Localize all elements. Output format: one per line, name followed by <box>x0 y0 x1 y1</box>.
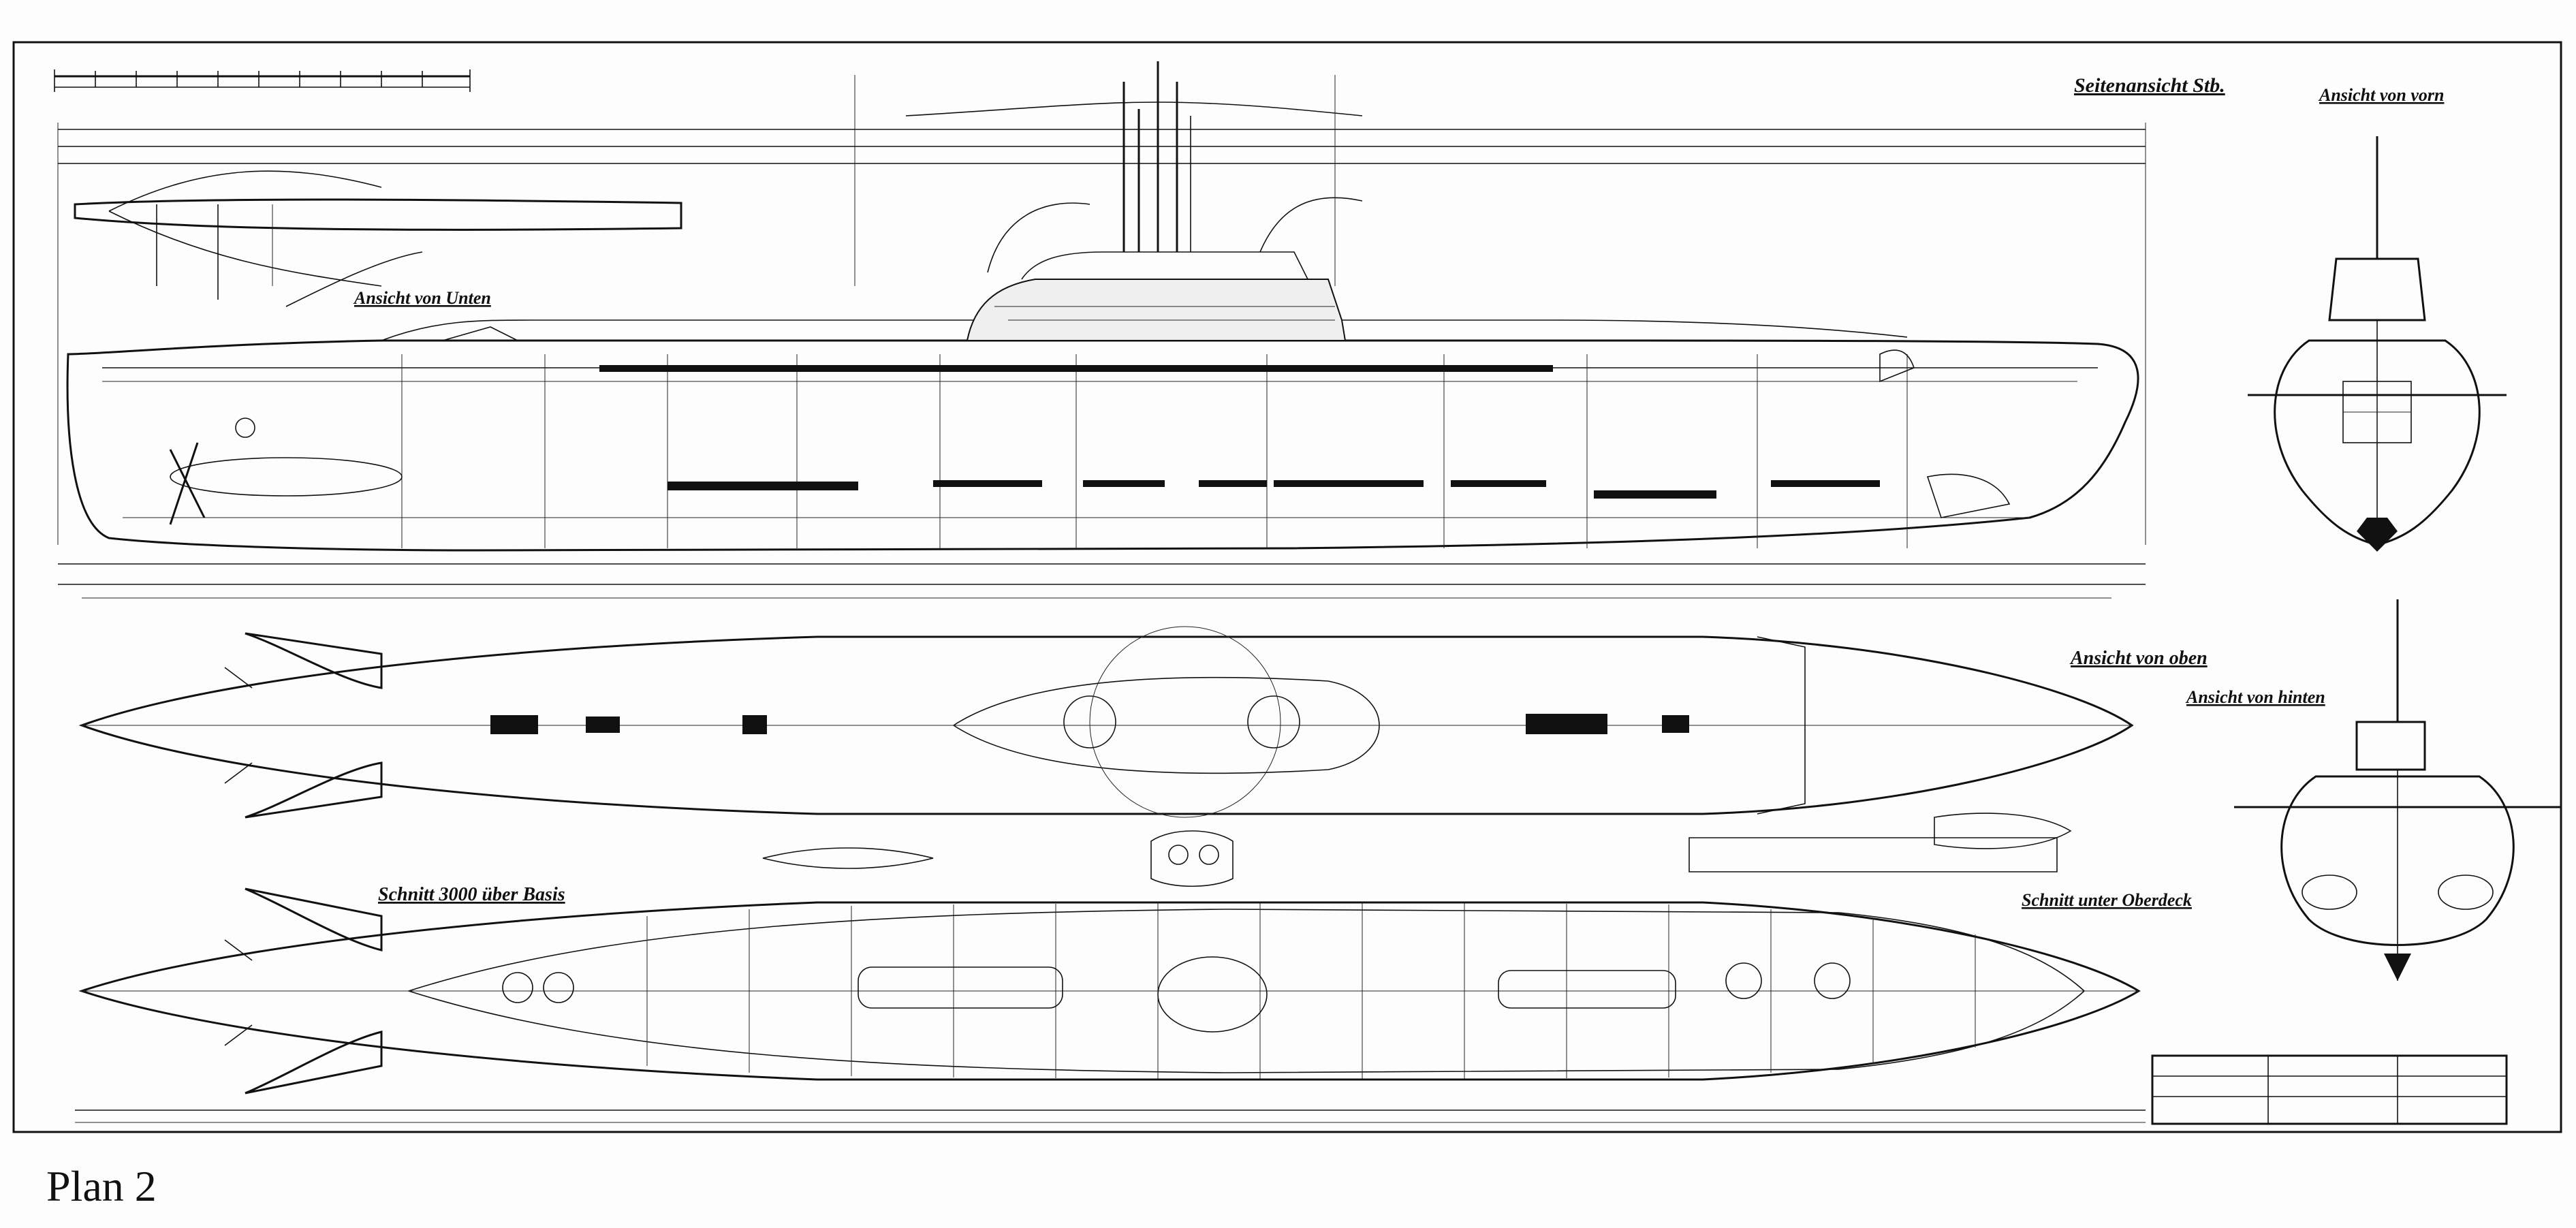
title-top-view: Ansicht von oben <box>2069 648 2208 669</box>
section-view <box>75 887 2146 1123</box>
title-bottom-view: Ansicht von Unten <box>353 288 491 308</box>
title-side-view: Seitenansicht Stb. <box>2074 74 2225 97</box>
title-front-view: Ansicht von vorn <box>2318 85 2445 105</box>
top-view <box>78 626 2134 819</box>
title-rear-view: Ansicht von hinten <box>2185 687 2325 707</box>
detail-sketches <box>762 813 2072 887</box>
bottom-view-inset <box>74 170 682 307</box>
title-section-3000: Schnitt 3000 über Basis <box>378 884 565 905</box>
plan-label: Plan 2 <box>46 1162 157 1210</box>
title-section-below-deck: Schnitt unter Oberdeck <box>2022 890 2192 910</box>
front-view <box>2248 136 2507 552</box>
title-block <box>2151 1054 2508 1125</box>
dimension-lines-top <box>57 75 2146 599</box>
scale-bar <box>54 69 471 92</box>
side-view <box>66 61 2139 552</box>
sheet-border <box>12 41 2562 1133</box>
rear-view <box>2234 599 2561 981</box>
